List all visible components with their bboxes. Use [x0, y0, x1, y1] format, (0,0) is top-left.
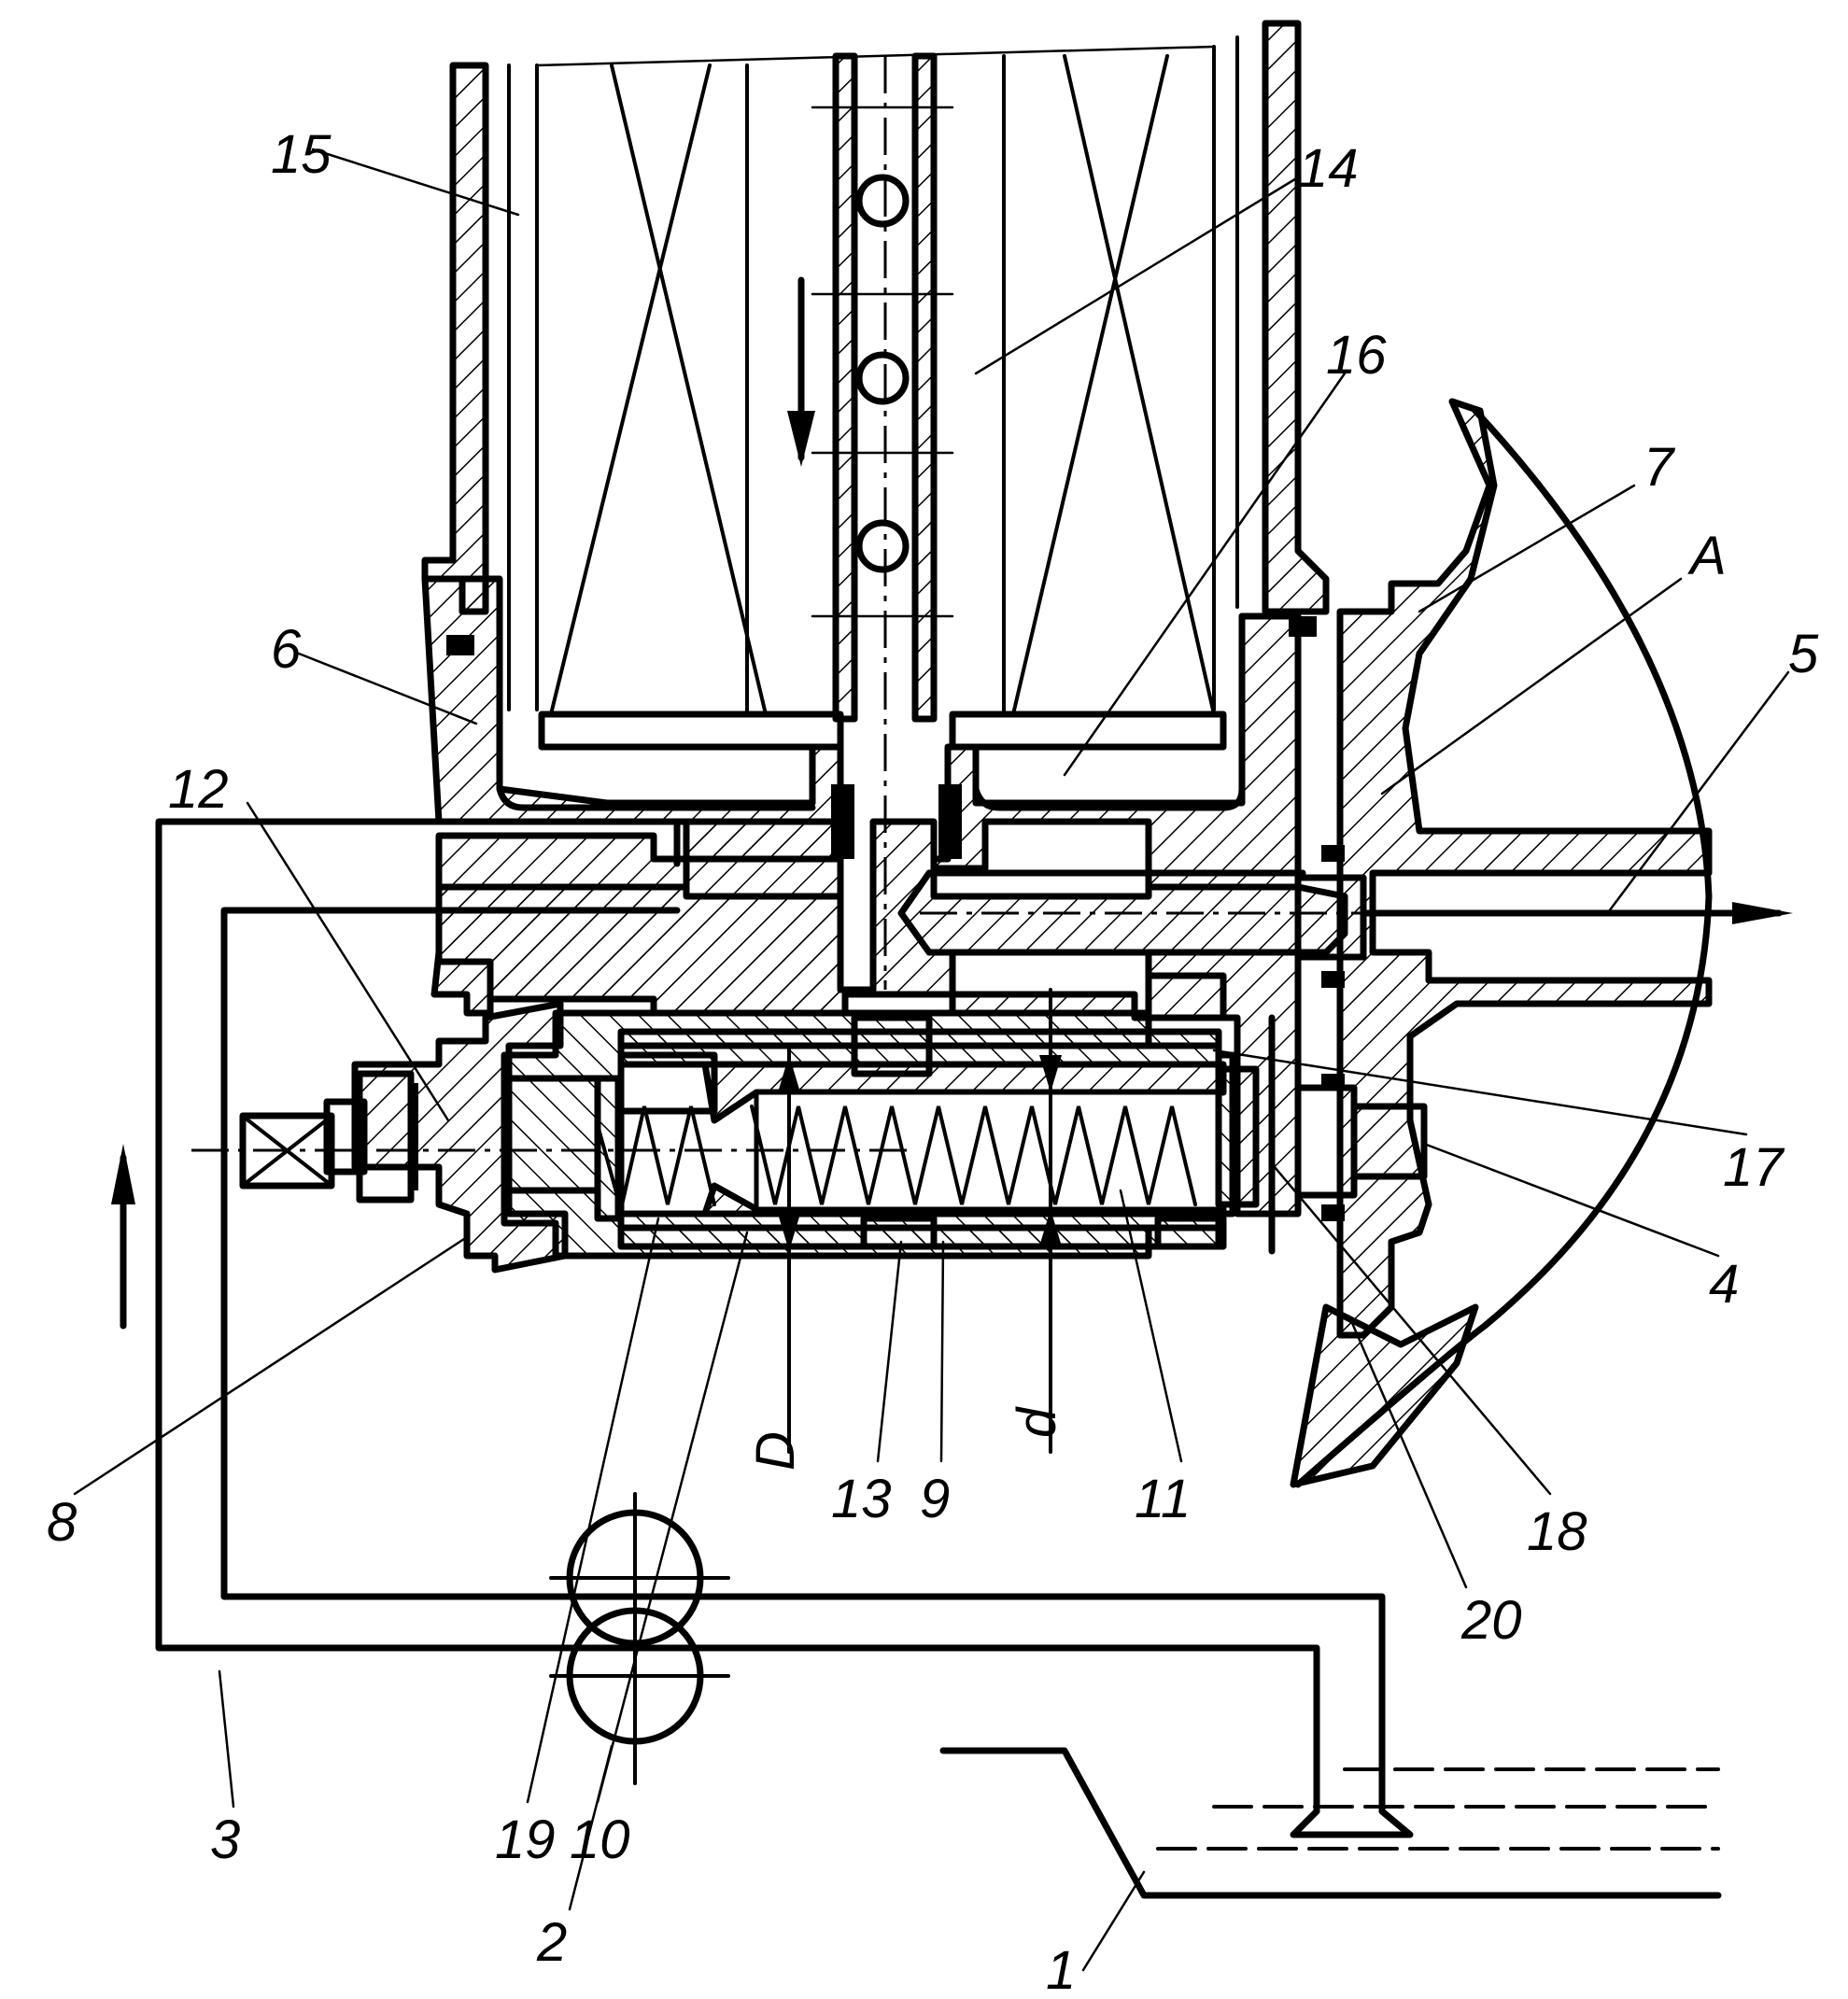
label-11: 11 — [1135, 1469, 1191, 1529]
label-19: 19 — [495, 1809, 556, 1870]
label-5: 5 — [1788, 624, 1819, 684]
upper-cylinder — [425, 23, 1326, 747]
label-14: 14 — [1298, 138, 1359, 199]
label-12: 12 — [168, 759, 229, 820]
label-15: 15 — [271, 124, 332, 185]
label-20: 20 — [1460, 1590, 1522, 1651]
label-10: 10 — [570, 1809, 630, 1870]
label-18: 18 — [1527, 1501, 1587, 1562]
label-4: 4 — [1709, 1254, 1739, 1315]
label-d: d — [1007, 1406, 1067, 1438]
label-2: 2 — [536, 1912, 567, 1973]
label-6: 6 — [271, 619, 302, 680]
label-3: 3 — [210, 1809, 240, 1870]
label-a: A — [1687, 526, 1727, 586]
label-7: 7 — [1643, 437, 1676, 498]
label-17: 17 — [1723, 1137, 1785, 1198]
label-9: 9 — [920, 1469, 950, 1529]
label-8: 8 — [47, 1492, 77, 1553]
label-1: 1 — [1046, 1940, 1076, 1999]
label-13: 13 — [831, 1469, 892, 1529]
label-16: 16 — [1326, 325, 1387, 386]
label-D: D — [745, 1431, 806, 1471]
